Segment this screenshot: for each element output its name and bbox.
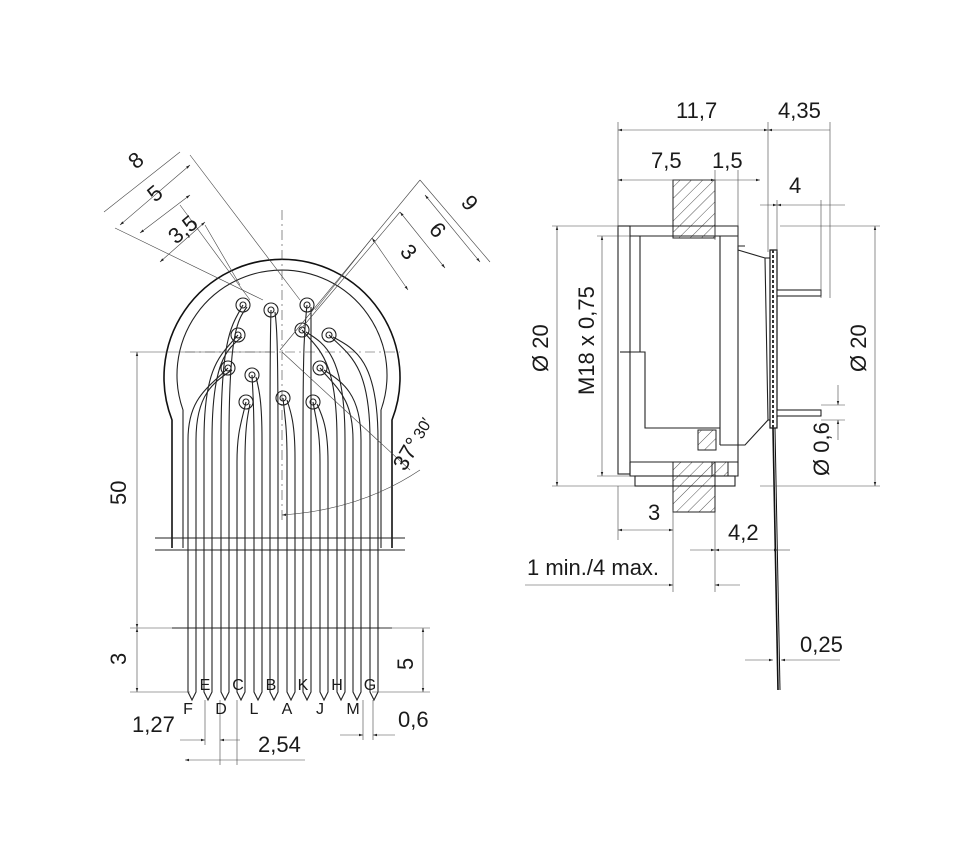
- pin-label: B: [266, 677, 277, 694]
- pin-lead: [269, 309, 279, 702]
- dim-11-7: 11,7: [676, 98, 717, 123]
- side-view: 11,7 4,35 7,5 1,5 4 Ø 20 M18 x 0,75 Ø 20…: [525, 98, 880, 691]
- nut-hatched-lower: [711, 461, 729, 477]
- dim-0-25: 0,25: [800, 632, 843, 657]
- pin-label: L: [250, 701, 259, 718]
- pin-lead: [312, 401, 329, 702]
- dim-50: 50: [106, 481, 131, 505]
- dim-8: 8: [123, 147, 148, 174]
- pin-lead: [187, 367, 233, 702]
- pin-label: H: [331, 677, 343, 694]
- pin-label: G: [364, 677, 376, 694]
- pin-labels: E C B K H G F D L A J M: [183, 677, 376, 718]
- dim-3-top: 3: [395, 239, 422, 264]
- dim-2-54: 2,54: [258, 732, 301, 757]
- pin-lead: [301, 329, 346, 702]
- pin-label: F: [183, 701, 193, 718]
- dim-6: 6: [424, 217, 451, 242]
- dimension-lines-bottom: [180, 700, 395, 765]
- pin-label: M: [346, 701, 359, 718]
- side-pins: [776, 289, 822, 417]
- dim-3-bottom: 3: [106, 653, 131, 665]
- dim-3-side: 3: [648, 500, 660, 525]
- pin-lead: [236, 401, 251, 702]
- dim-angle-min: 30′: [411, 415, 436, 442]
- pin-label: E: [200, 677, 211, 694]
- panel-lower: [672, 461, 716, 513]
- dim-dia0-6: Ø 0,6: [809, 422, 834, 476]
- dim-5-bottom: 5: [393, 658, 418, 670]
- body-outline: [617, 225, 773, 487]
- dim-7-5: 7,5: [651, 148, 682, 173]
- contact-holes: [220, 297, 337, 410]
- dimension-lines-top: [103, 151, 491, 351]
- dim-thread: M18 x 0,75: [574, 286, 599, 395]
- pin-label: A: [282, 701, 293, 718]
- dim-dia20-left: Ø 20: [528, 324, 553, 372]
- pin-lead: [203, 334, 243, 702]
- pin-label: C: [232, 677, 244, 694]
- pin-label: J: [316, 701, 324, 718]
- dim-1-27: 1,27: [132, 712, 175, 737]
- dim-9: 9: [456, 190, 483, 215]
- pcb: [769, 249, 781, 691]
- dim-panel-thickness: 1 min./4 max.: [527, 555, 659, 580]
- front-view: 8 5 3,5 9 6 3 50 3 5 1,27 2,54 0,6 37° 3…: [103, 147, 491, 765]
- nut-hatched: [697, 429, 717, 451]
- dim-4-2: 4,2: [728, 520, 759, 545]
- dimension-lines-left: [130, 351, 430, 693]
- pin-lead: [302, 304, 312, 702]
- angle-arc: [281, 469, 421, 516]
- pin-label: D: [215, 701, 227, 718]
- dim-1-5: 1,5: [712, 148, 743, 173]
- pin-leads: [187, 304, 379, 702]
- pin-lead: [220, 304, 248, 702]
- dim-4: 4: [789, 173, 801, 198]
- angle-ray: [281, 351, 411, 471]
- pin-lead: [328, 334, 379, 702]
- pin-lead: [319, 367, 362, 702]
- dim-dia20-right: Ø 20: [846, 324, 871, 372]
- pin-lead: [282, 397, 296, 702]
- pin-label: K: [298, 677, 309, 694]
- panel-upper: [672, 179, 716, 239]
- dim-4-35: 4,35: [778, 98, 821, 123]
- dim-0-6: 0,6: [398, 707, 429, 732]
- dim-3-5: 3,5: [163, 210, 203, 249]
- side-dimension-lines: [525, 122, 880, 662]
- pin-lead: [251, 374, 263, 702]
